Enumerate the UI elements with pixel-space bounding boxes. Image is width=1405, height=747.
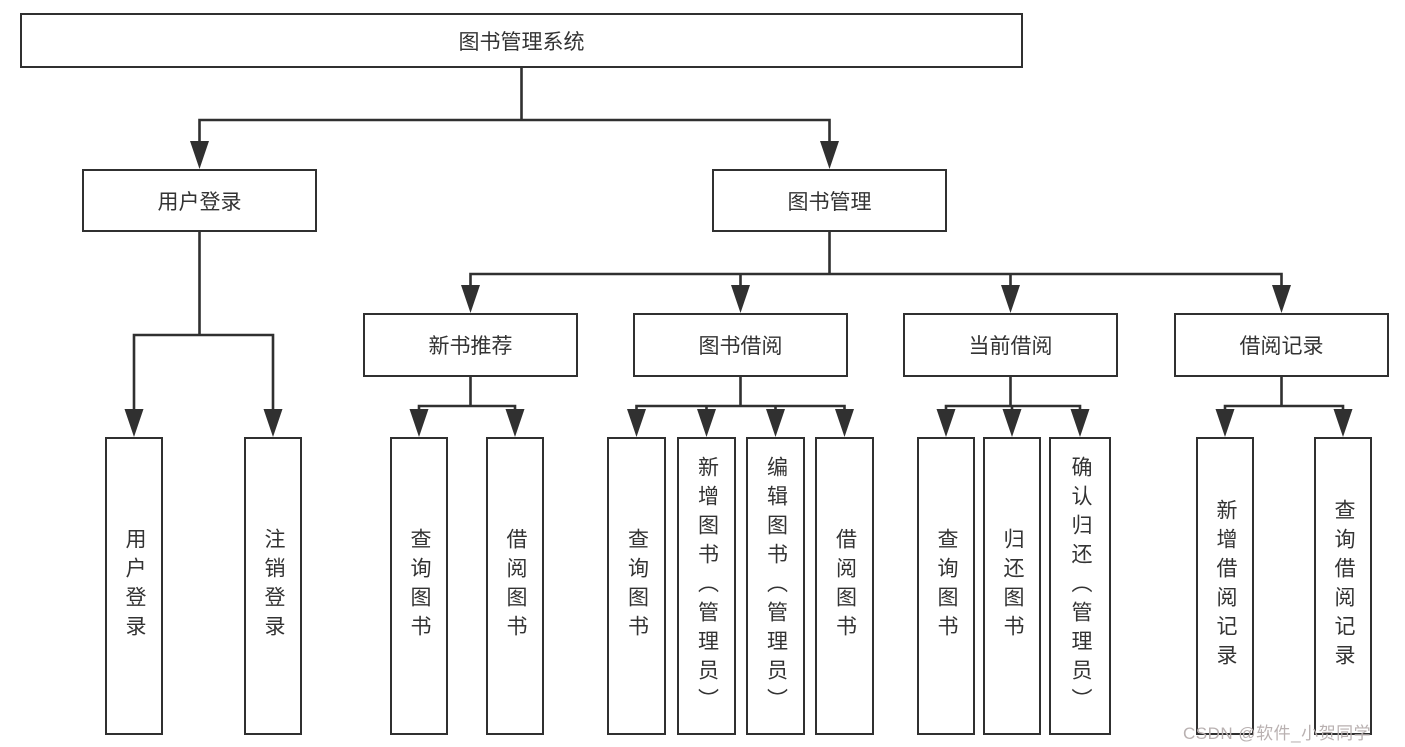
- leaf-edit-books-admin-label: 编辑图书（管理员）: [764, 455, 788, 717]
- leaf-logout-label: 注销登录: [262, 528, 286, 644]
- node-root-label: 图书管理系统: [458, 30, 585, 54]
- leaf-borrow-books: 借阅图书: [815, 437, 874, 735]
- node-new-book-recommend: 新书推荐: [363, 313, 578, 377]
- leaf-query-borrow-record-label: 查询借阅记录: [1332, 499, 1356, 673]
- leaf-recommend-query-books: 查询图书: [390, 437, 448, 735]
- csdn-watermark: CSDN @软件_小贺同学: [1183, 724, 1372, 743]
- leaf-logout: 注销登录: [244, 437, 302, 735]
- node-new-book-recommend-label: 新书推荐: [428, 335, 513, 358]
- node-borrow-records-label: 借阅记录: [1239, 335, 1324, 358]
- leaf-current-query-books: 查询图书: [917, 437, 975, 735]
- leaf-borrow-books-label: 借阅图书: [833, 528, 857, 644]
- node-user-login-label: 用户登录: [157, 190, 242, 214]
- leaf-borrow-query-books: 查询图书: [607, 437, 666, 735]
- leaf-user-login-label: 用户登录: [123, 528, 147, 644]
- node-user-login: 用户登录: [82, 169, 317, 232]
- leaf-add-borrow-record: 新增借阅记录: [1196, 437, 1254, 735]
- arrowhead-icons: [124, 141, 1353, 437]
- leaf-user-login: 用户登录: [105, 437, 163, 735]
- leaf-borrow-query-books-label: 查询图书: [625, 528, 649, 644]
- connector-root-to-branches: [198, 66, 831, 143]
- connector-user-login-to-leaves: [132, 230, 275, 411]
- node-current-borrow: 当前借阅: [903, 313, 1118, 377]
- leaf-recommend-query-books-label: 查询图书: [408, 528, 432, 644]
- leaf-return-books: 归还图书: [983, 437, 1041, 735]
- leaf-add-books-admin: 新增图书（管理员）: [677, 437, 736, 735]
- connector-book-management-to-sections: [469, 230, 1283, 287]
- node-root: 图书管理系统: [20, 13, 1023, 68]
- node-book-management-label: 图书管理: [787, 190, 872, 214]
- leaf-query-borrow-record: 查询借阅记录: [1314, 437, 1372, 735]
- leaf-return-books-label: 归还图书: [1001, 528, 1025, 644]
- node-book-management: 图书管理: [712, 169, 947, 232]
- node-current-borrow-label: 当前借阅: [968, 335, 1053, 358]
- leaf-add-borrow-record-label: 新增借阅记录: [1214, 499, 1238, 673]
- connector-sections-to-leaves: [417, 375, 1345, 411]
- leaf-confirm-return-admin: 确认归还（管理员）: [1049, 437, 1111, 735]
- leaf-add-books-admin-label: 新增图书（管理员）: [695, 455, 719, 717]
- leaf-confirm-return-admin-label: 确认归还（管理员）: [1069, 455, 1093, 717]
- leaf-recommend-borrow-books-label: 借阅图书: [504, 528, 528, 644]
- node-book-borrow: 图书借阅: [633, 313, 848, 377]
- node-book-borrow-label: 图书借阅: [698, 335, 783, 358]
- leaf-current-query-books-label: 查询图书: [935, 528, 959, 644]
- leaf-recommend-borrow-books: 借阅图书: [486, 437, 544, 735]
- node-borrow-records: 借阅记录: [1174, 313, 1389, 377]
- leaf-edit-books-admin: 编辑图书（管理员）: [746, 437, 805, 735]
